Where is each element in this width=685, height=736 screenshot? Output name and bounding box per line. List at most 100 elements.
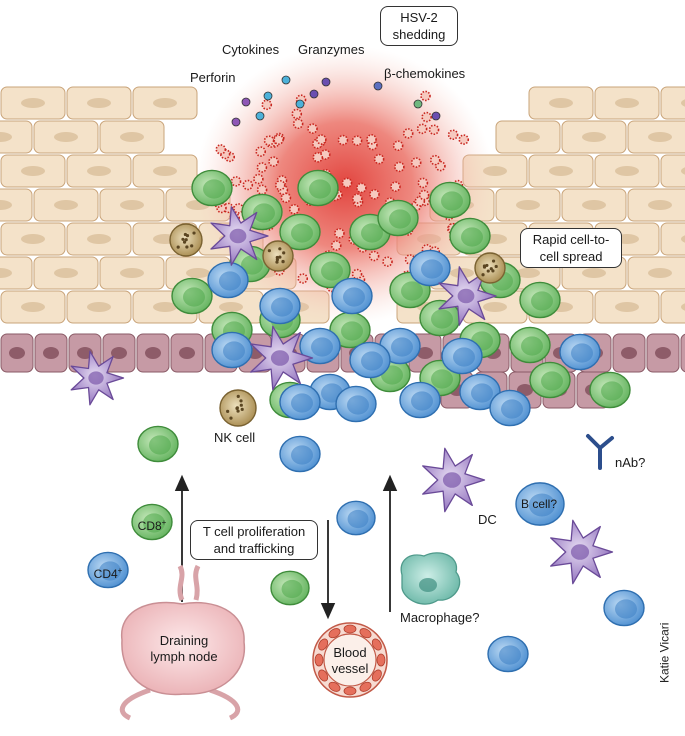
signal-molecule	[281, 75, 291, 85]
hsv-virion	[458, 134, 470, 145]
nk-granule	[185, 245, 189, 249]
hsv-virion	[417, 177, 429, 189]
skin-nucleus	[153, 166, 177, 176]
hsv-virion	[256, 184, 268, 196]
skin-cell	[0, 188, 33, 222]
dc-nucleus	[229, 228, 247, 244]
nk-granule	[281, 259, 285, 264]
nk-cell	[262, 240, 294, 272]
lymph-node-label: Draining lymph node	[142, 633, 226, 665]
hsv-virion	[316, 134, 327, 145]
hsv-virion	[356, 182, 367, 194]
skin-nucleus	[87, 302, 111, 312]
tcell-line-1: T cell proliferation	[202, 524, 306, 539]
nk-granule	[482, 265, 487, 269]
cd4-label: CD4+	[88, 563, 128, 582]
hsv-virion	[242, 179, 254, 191]
hsv-virion	[382, 256, 393, 267]
nk-granule	[239, 399, 243, 403]
nk-granule	[226, 409, 230, 413]
cd4-nucleus	[347, 509, 369, 529]
endothelial-cell	[359, 628, 372, 639]
skin-nucleus	[681, 303, 685, 311]
hsv-virion	[368, 250, 380, 262]
nk-granule	[275, 260, 279, 264]
nk-granule	[486, 269, 490, 273]
cd8-nucleus	[143, 513, 165, 533]
cd4-nucleus	[99, 561, 121, 581]
skin-nucleus	[648, 268, 672, 278]
hsv-line-1: HSV-2	[400, 10, 438, 25]
cd8-sup: +	[161, 518, 167, 527]
skin-nucleus	[87, 234, 111, 244]
skin-nucleus	[21, 302, 45, 312]
skin-nucleus	[516, 200, 540, 210]
signal-molecule	[263, 91, 273, 101]
blood-vessel	[312, 622, 388, 698]
hsv-virion	[392, 140, 404, 151]
signal-molecule	[231, 117, 241, 127]
hsv-virion	[337, 134, 349, 146]
rapid-line-2: cell spread	[539, 249, 603, 264]
skin-nucleus	[549, 166, 573, 176]
basal-cell	[680, 333, 685, 373]
endothelial-cell	[314, 653, 324, 667]
cd8-nucleus	[241, 255, 263, 275]
cd4-nucleus	[391, 337, 413, 357]
signal-molecule	[295, 99, 305, 109]
hsv-virion	[253, 173, 264, 185]
perforin-label: Perforin	[190, 70, 236, 85]
cd8-nucleus	[601, 381, 623, 401]
vessel-line-1: Blood	[333, 645, 367, 660]
basal-nucleus	[111, 347, 127, 359]
nk-granule	[491, 259, 496, 263]
granzymes-label: Granzymes	[298, 42, 365, 57]
skin-cell	[660, 154, 685, 188]
skin-nucleus	[648, 132, 672, 142]
hsv-virion	[255, 146, 267, 157]
hsv-virion	[428, 124, 440, 136]
skin-cell	[0, 120, 33, 154]
signal-molecule	[321, 77, 331, 87]
hsv-virion	[291, 108, 303, 120]
cd4-nucleus	[361, 351, 383, 371]
skin-cell	[660, 86, 685, 120]
skin-nucleus	[54, 132, 78, 142]
cd4-nucleus	[528, 493, 556, 517]
cd8-nucleus	[321, 261, 343, 281]
lymph-node	[119, 564, 246, 721]
hsv-virion	[414, 196, 426, 207]
nk-granule	[229, 416, 233, 420]
hsv-virion	[256, 162, 268, 173]
dc-nucleus	[442, 472, 462, 488]
skin-nucleus	[219, 302, 243, 312]
endothelial-cell	[371, 669, 382, 682]
hsv-virion	[429, 154, 441, 166]
cd8-nucleus	[389, 209, 411, 229]
hsv-virion	[421, 111, 432, 123]
cd4-nucleus	[343, 287, 365, 307]
tcell-line-2: and trafficking	[213, 541, 295, 556]
endothelial-cell	[328, 681, 341, 692]
cd4-nucleus	[499, 645, 521, 665]
hsv-virion	[297, 273, 309, 284]
nk-granule	[235, 406, 239, 410]
cd4-nucleus	[291, 445, 313, 465]
hsv-virion	[351, 193, 363, 204]
skin-cell	[0, 256, 33, 290]
skin-nucleus	[21, 98, 45, 108]
skin-nucleus	[615, 166, 639, 176]
cd4-nucleus	[501, 399, 523, 419]
cd4-nucleus	[471, 383, 493, 403]
skin-nucleus	[615, 302, 639, 312]
cd4-nucleus	[347, 395, 369, 415]
basal-nucleus	[179, 347, 195, 359]
hsv-line-2: shedding	[392, 27, 446, 42]
nab-label: nAb?	[615, 455, 646, 470]
cd8-nucleus	[531, 291, 553, 311]
artist-credit: Katie Vicari	[657, 622, 671, 683]
signal-molecule	[413, 99, 423, 109]
hsv-virion	[280, 192, 292, 204]
